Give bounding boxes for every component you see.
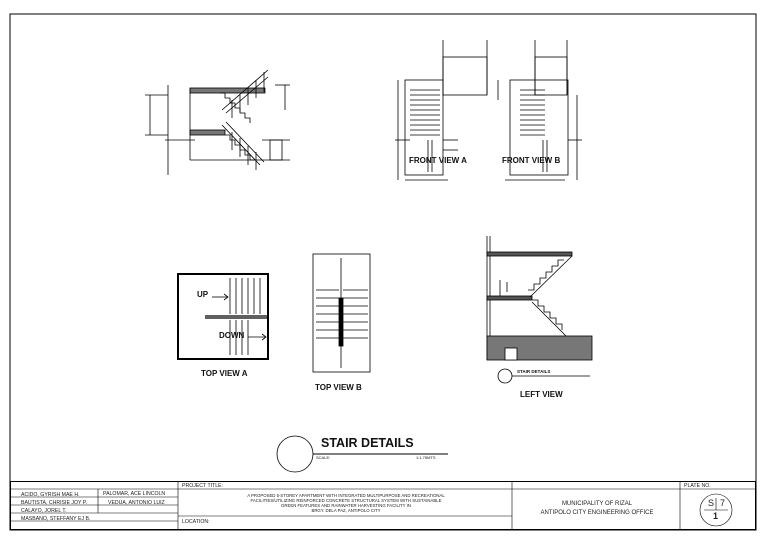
front-view-a-drawing (395, 40, 488, 181)
scale-value: 1:1.75MTS (416, 455, 436, 460)
team-member: VEDUA, ANTONIO LUIZ (108, 500, 165, 506)
top-view-b-label: TOP VIEW B (315, 383, 362, 392)
location-label: LOCATION: (182, 519, 210, 525)
project-title: A PROPOSED 5-STOREY APARTMENT WITH INTEG… (247, 493, 445, 513)
project-title-label: PROJECT TITLE: (182, 483, 224, 489)
stair-section-view (145, 69, 290, 175)
top-view-a-drawing (177, 273, 269, 360)
front-view-a-label: FRONT VIEW A (409, 156, 467, 165)
team-member: MASBANO, STEFFANY EJ B. (21, 516, 91, 522)
front-view-b-drawing (497, 40, 582, 181)
main-title: STAIR DETAILS (321, 436, 414, 450)
plate-sheet: 7 (720, 498, 726, 508)
scale-label: SCALE: (316, 455, 331, 460)
sheet-border (9, 13, 757, 531)
up-label: UP (197, 290, 209, 299)
down-label: DOWN (219, 331, 245, 340)
title-block-lines (10, 481, 756, 530)
team-member: BAUTISTA, CHRISIE JOY P. (21, 500, 88, 506)
title-block: ACIDO, GYRISH MAE H. PALOMAR, ACE LINCOL… (10, 481, 756, 530)
top-view-b-drawing (312, 253, 371, 373)
top-view-a-label: TOP VIEW A (201, 369, 248, 378)
team-member: CALAYO, JOREL T. (21, 508, 67, 514)
left-view-drawing (486, 236, 593, 384)
office-block: MUNICIPALITY OF RIZAL ANTIPOLO CITY ENGI… (540, 501, 654, 516)
plate-code: S (708, 498, 715, 508)
team-member: PALOMAR, ACE LINCOLN (103, 491, 166, 497)
title-symbol (276, 435, 448, 473)
left-view-label: LEFT VIEW (520, 390, 563, 399)
left-view-callout: STAIR DETAILS (517, 369, 551, 374)
plate-no-label: PLATE NO. (684, 483, 711, 489)
team-member: ACIDO, GYRISH MAE H. (21, 492, 80, 498)
plate-number: 1 (713, 511, 719, 521)
front-view-b-label: FRONT VIEW B (502, 156, 561, 165)
